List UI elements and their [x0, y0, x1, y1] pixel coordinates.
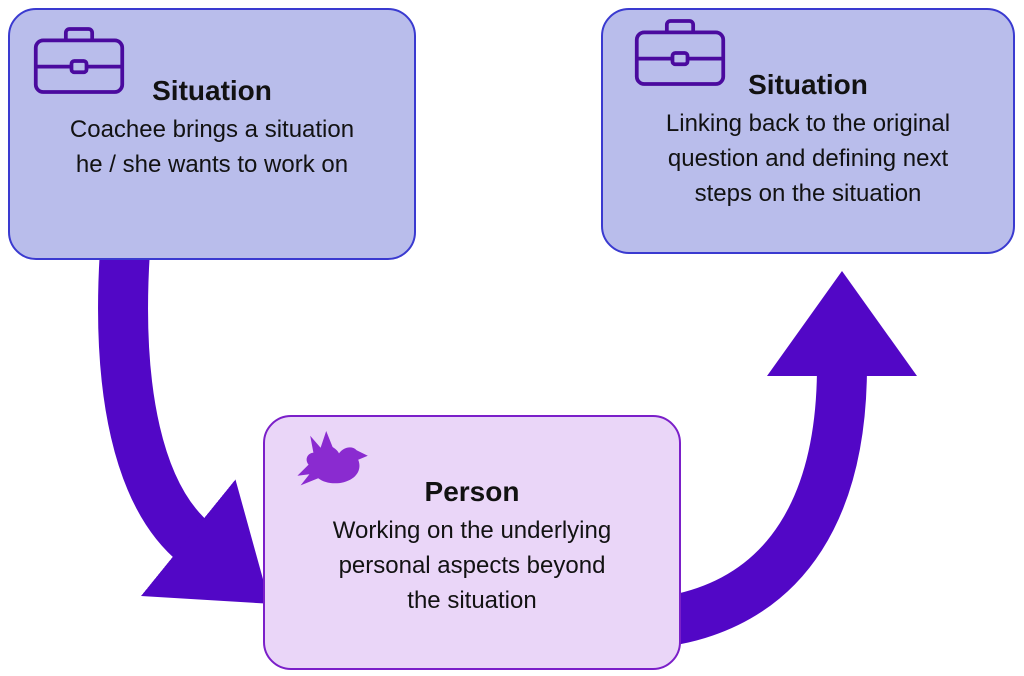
situation-to-person-arrow [98, 248, 270, 604]
box-text-line: Linking back to the original [665, 110, 951, 137]
box-title: Situation [748, 69, 868, 100]
dove-icon [291, 425, 371, 506]
situation-end-box: Situation Linking back to the original q… [601, 8, 1015, 254]
box-text-line: question and defining next [667, 145, 949, 172]
box-text-line: Working on the underlying [332, 517, 612, 544]
box-text-line: he / she wants to work on [75, 151, 349, 178]
situation-start-box: Situation Coachee brings a situation he … [8, 8, 416, 260]
person-box: Person Working on the underlying persona… [263, 415, 681, 670]
person-to-situation-arrow [668, 271, 917, 645]
box-text-line: Coachee brings a situation [69, 116, 355, 143]
box-title: Person [424, 476, 520, 507]
box-title: Situation [152, 75, 272, 106]
briefcase-icon [633, 18, 727, 93]
briefcase-icon [32, 26, 126, 101]
box-text-line: steps on the situation [694, 180, 922, 207]
box-text-line: the situation [407, 587, 537, 614]
box-text-line: personal aspects beyond [338, 552, 606, 579]
